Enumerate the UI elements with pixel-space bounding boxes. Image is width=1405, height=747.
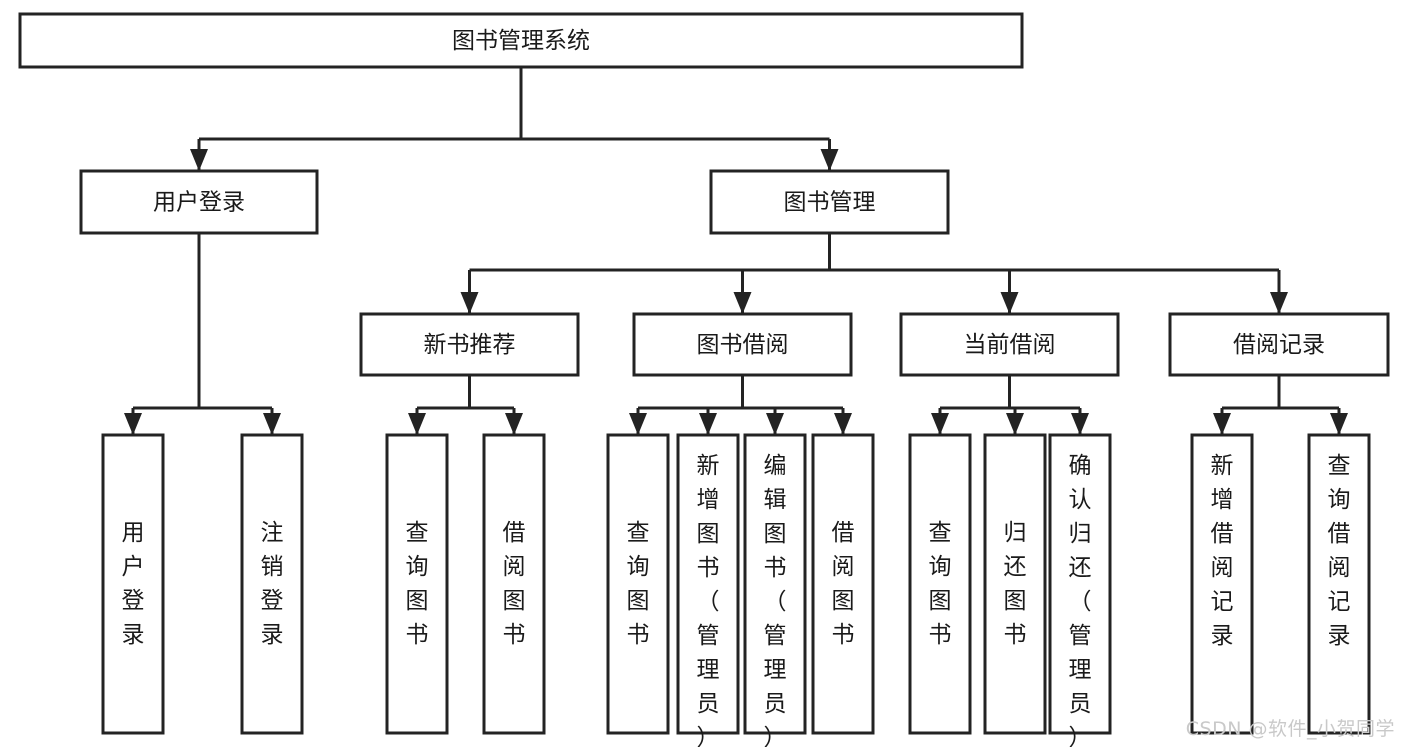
node-label: 新增借阅记录 bbox=[1211, 453, 1234, 649]
node-box bbox=[79, 169, 319, 235]
node-label: 借阅图书 bbox=[503, 520, 526, 648]
node-box bbox=[606, 433, 670, 735]
node-box bbox=[632, 312, 853, 377]
edge-group-current-borrow bbox=[931, 375, 1089, 435]
node-label: 查询图书 bbox=[406, 520, 429, 648]
arrow-head-icon bbox=[820, 149, 839, 171]
arrow-head-icon bbox=[124, 413, 142, 435]
arrow-head-icon bbox=[733, 292, 752, 314]
node-label: 确认归还（管理员） bbox=[1069, 453, 1092, 747]
node-box bbox=[1168, 312, 1390, 377]
node-user-login[interactable]: 用户登录 bbox=[79, 169, 319, 235]
node-label: 用户登录 bbox=[122, 520, 145, 648]
csdn-watermark: CSDN @软件_小贺同学 bbox=[1185, 718, 1395, 740]
node-root[interactable]: 图书管理系统 bbox=[18, 12, 1024, 69]
arrow-head-icon bbox=[1000, 292, 1019, 314]
node-label: 图书管理系统 bbox=[452, 28, 590, 54]
arrow-head-icon bbox=[1006, 413, 1024, 435]
node-leaf-return-book[interactable]: 归还图书 bbox=[983, 433, 1047, 735]
node-box bbox=[811, 433, 875, 735]
arrow-head-icon bbox=[1213, 413, 1231, 435]
node-label: 用户登录 bbox=[153, 190, 245, 216]
node-book-borrow[interactable]: 图书借阅 bbox=[632, 312, 853, 377]
arrow-head-icon bbox=[1071, 413, 1089, 435]
node-box bbox=[482, 433, 546, 735]
arrow-head-icon bbox=[263, 413, 281, 435]
node-current-borrow[interactable]: 当前借阅 bbox=[899, 312, 1120, 377]
node-new-book-recommend[interactable]: 新书推荐 bbox=[359, 312, 580, 377]
edge-group-new-book-recommend bbox=[408, 375, 523, 435]
node-leaf-user-login[interactable]: 用户登录 bbox=[101, 433, 165, 735]
node-leaf-query-book-3[interactable]: 查询图书 bbox=[908, 433, 972, 735]
arrow-head-icon bbox=[699, 413, 717, 435]
node-box bbox=[676, 433, 740, 735]
node-box bbox=[983, 433, 1047, 735]
node-label: 当前借阅 bbox=[964, 332, 1056, 358]
arrow-head-icon bbox=[408, 413, 426, 435]
edge-group-root bbox=[190, 67, 839, 171]
arrow-head-icon bbox=[629, 413, 647, 435]
node-box bbox=[1190, 433, 1254, 735]
node-box bbox=[18, 12, 1024, 69]
arrow-head-icon bbox=[460, 292, 479, 314]
edge-group-borrow-record bbox=[1213, 375, 1348, 435]
arrow-head-icon bbox=[190, 149, 208, 171]
node-leaf-query-borrow-record[interactable]: 查询借阅记录 bbox=[1307, 433, 1371, 735]
edge-group-book-manage bbox=[460, 233, 1288, 314]
node-box bbox=[899, 312, 1120, 377]
node-label: 编辑图书（管理员） bbox=[764, 453, 787, 747]
node-leaf-edit-book-admin[interactable]: 编辑图书（管理员） bbox=[743, 433, 807, 747]
arrow-head-icon bbox=[505, 413, 523, 435]
node-label: 借阅图书 bbox=[832, 520, 855, 648]
arrow-head-icon bbox=[1330, 413, 1348, 435]
node-box bbox=[743, 433, 807, 735]
nodes-layer: 图书管理系统用户登录图书管理新书推荐图书借阅当前借阅借阅记录用户登录注销登录查询… bbox=[18, 12, 1390, 747]
arrow-head-icon bbox=[931, 413, 949, 435]
node-box bbox=[385, 433, 449, 735]
node-label: 查询借阅记录 bbox=[1328, 453, 1351, 649]
edge-group-book-borrow bbox=[629, 375, 852, 435]
node-label: 新书推荐 bbox=[424, 332, 516, 358]
node-box bbox=[1307, 433, 1371, 735]
node-label: 新增图书（管理员） bbox=[697, 453, 720, 747]
node-label: 查询图书 bbox=[627, 520, 650, 648]
node-leaf-confirm-return-admin[interactable]: 确认归还（管理员） bbox=[1048, 433, 1112, 747]
edge-group-user-login bbox=[124, 233, 281, 435]
node-box bbox=[1048, 433, 1112, 735]
node-label: 查询图书 bbox=[929, 520, 952, 648]
node-label: 借阅记录 bbox=[1233, 332, 1325, 358]
arrow-head-icon bbox=[766, 413, 784, 435]
node-box bbox=[908, 433, 972, 735]
node-borrow-record[interactable]: 借阅记录 bbox=[1168, 312, 1390, 377]
node-leaf-user-logout[interactable]: 注销登录 bbox=[240, 433, 304, 735]
arrow-head-icon bbox=[834, 413, 852, 435]
node-box bbox=[359, 312, 580, 377]
connectors-layer bbox=[124, 67, 1348, 435]
node-leaf-add-borrow-record[interactable]: 新增借阅记录 bbox=[1190, 433, 1254, 735]
node-label: 注销登录 bbox=[261, 520, 284, 648]
node-leaf-borrow-book-2[interactable]: 借阅图书 bbox=[811, 433, 875, 735]
node-box bbox=[709, 169, 950, 235]
node-book-manage[interactable]: 图书管理 bbox=[709, 169, 950, 235]
node-label: 图书管理 bbox=[784, 190, 876, 216]
node-leaf-query-book-1[interactable]: 查询图书 bbox=[385, 433, 449, 735]
node-label: 图书借阅 bbox=[697, 332, 789, 358]
node-leaf-add-book-admin[interactable]: 新增图书（管理员） bbox=[676, 433, 740, 747]
node-leaf-query-book-2[interactable]: 查询图书 bbox=[606, 433, 670, 735]
node-box bbox=[101, 433, 165, 735]
arrow-head-icon bbox=[1270, 292, 1288, 314]
node-leaf-borrow-book-1[interactable]: 借阅图书 bbox=[482, 433, 546, 735]
node-label: 归还图书 bbox=[1004, 520, 1027, 648]
node-box bbox=[240, 433, 304, 735]
